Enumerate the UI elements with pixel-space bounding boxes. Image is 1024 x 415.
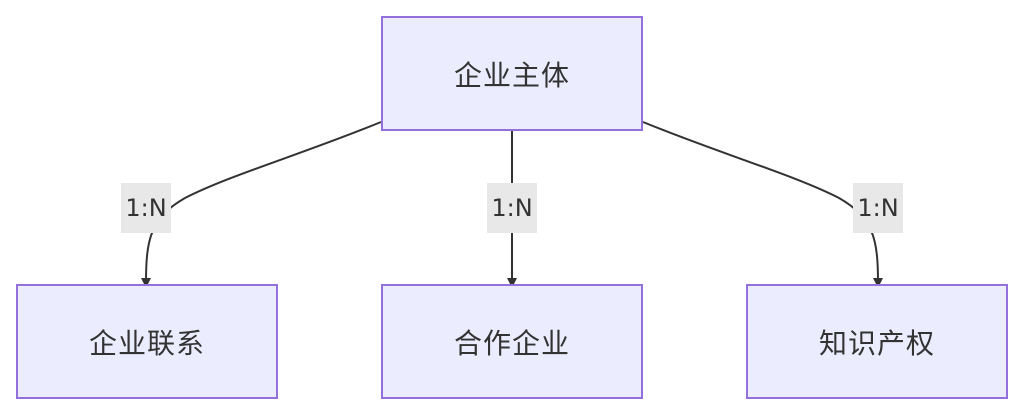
edge-label-3-text: 1:N bbox=[857, 194, 899, 222]
edge-label-2: 1:N bbox=[487, 183, 537, 233]
node-root: 企业主体 bbox=[381, 16, 643, 131]
edge-root-to-child-1 bbox=[141, 121, 382, 288]
edge-label-3: 1:N bbox=[853, 183, 903, 233]
edge-root-to-child-3 bbox=[642, 121, 883, 288]
edge-label-2-text: 1:N bbox=[491, 194, 533, 222]
node-child-1-label: 企业联系 bbox=[88, 326, 205, 360]
node-child-2: 合作企业 bbox=[381, 284, 643, 399]
edge-label-1-text: 1:N bbox=[125, 194, 167, 222]
node-child-1: 企业联系 bbox=[16, 284, 278, 399]
edge-label-1: 1:N bbox=[121, 183, 171, 233]
node-child-2-label: 合作企业 bbox=[453, 326, 570, 360]
node-child-3: 知识产权 bbox=[746, 284, 1008, 399]
node-child-3-label: 知识产权 bbox=[818, 326, 935, 360]
node-root-label: 企业主体 bbox=[453, 58, 570, 92]
